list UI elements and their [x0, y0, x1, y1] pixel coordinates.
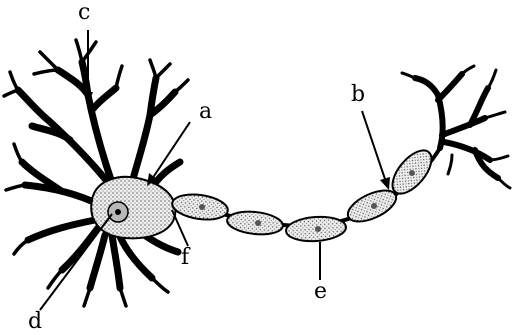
nucleolus [115, 209, 121, 215]
dendrites [4, 40, 188, 306]
label-f: f [181, 247, 189, 269]
cell-body [91, 177, 175, 238]
label-c: c [78, 2, 90, 24]
arrowhead-b [380, 177, 390, 190]
label-a: a [199, 101, 212, 123]
myelin-sheath [171, 144, 439, 243]
label-d: d [28, 311, 42, 333]
pointer-lines [40, 30, 387, 310]
label-b: b [351, 84, 365, 106]
pointer-arrowheads [83, 92, 390, 190]
pointer-b [362, 111, 387, 185]
label-e: e [314, 281, 327, 303]
